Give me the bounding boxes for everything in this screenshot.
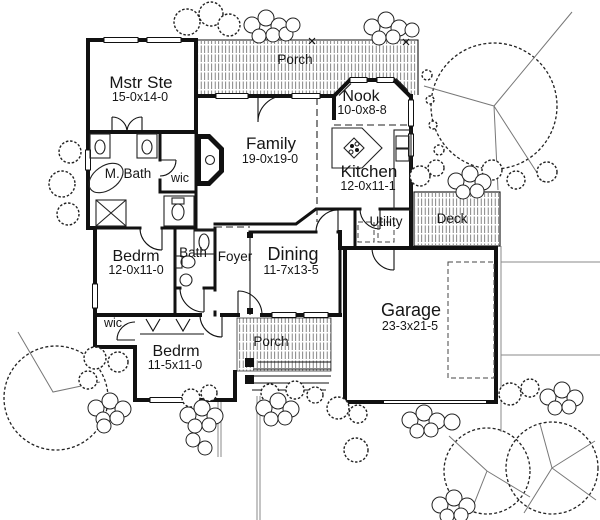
toilet [171,203,185,221]
shrubs-right-of-kitchen [421,69,558,190]
room-dim-kitchen: 12-0x11-1 [340,179,395,193]
master-bath-fixtures [88,133,195,227]
doors [111,95,395,341]
shrubs-top-left [173,1,301,44]
room-dim-family: 19-0x19-0 [242,152,298,166]
room-label-wic2: wic [103,316,122,330]
utility-appliances [357,221,395,243]
porch-bottom [236,317,332,391]
room-label-mbath: M. Bath [105,166,152,181]
deck [413,191,501,247]
shrubs-below-garage-right [498,378,584,416]
room-dim-nook: 10-0x8-8 [337,103,386,117]
porch-top [196,37,419,96]
room-label-garage: Garage [381,300,441,320]
room-dim-bedrm1: 12-0x11-0 [108,263,163,277]
garage-storage-dashed [447,261,495,379]
room-label-bath2: Bath [179,245,207,260]
shrubs-bottom-left [78,346,132,434]
room-label-wic1: wic [170,171,189,185]
room-dim-mstr-ste: 15-0x14-0 [112,90,168,104]
room-label-nook: Nook [342,88,380,105]
shrubs-bottom-right [431,489,476,520]
room-dim-garage: 23-3x21-5 [382,319,438,333]
shrubs-deck-top [409,159,492,200]
shrubs-top-mid [363,11,420,46]
room-label-mstr-ste: Mstr Ste [109,73,172,92]
room-label-bedrm1: Bedrm [112,248,159,265]
interior-details [88,98,495,379]
room-label-utility: Utility [370,214,403,229]
bedroom2-closet [140,318,204,335]
room-label-dining: Dining [267,244,318,264]
room-label-kitchen: Kitchen [341,162,398,181]
room-label-porch-top: Porch [277,52,312,67]
room-dim-dining: 11-7x13-5 [263,263,318,277]
shrubs-below-bedroom2 [179,384,224,456]
room-dim-bedrm2: 11-5x11-0 [148,358,202,372]
shrubs-below-porch [255,380,324,427]
room-label-porch-bottom: Porch [253,334,288,349]
kitchen-counter [393,129,412,211]
kitchen-island [331,127,383,169]
tub [88,162,124,194]
room-label-family: Family [246,134,297,153]
shrubs-below-garage-left [326,396,461,463]
tree-bottom-right [505,421,599,515]
room-label-deck: Deck [437,211,468,226]
room-label-bedrm2: Bedrm [152,343,199,360]
shrubs-left-side [48,140,82,226]
shower [95,199,127,227]
room-label-foyer: Foyer [218,249,253,264]
shrubs [48,1,584,520]
room-labels: Mstr Ste 15-0x14-0 Porch Nook 10-0x8-8 F… [103,52,468,372]
toilet [180,255,196,269]
fireplace [196,134,224,186]
hall-bath-fixtures [175,229,215,287]
